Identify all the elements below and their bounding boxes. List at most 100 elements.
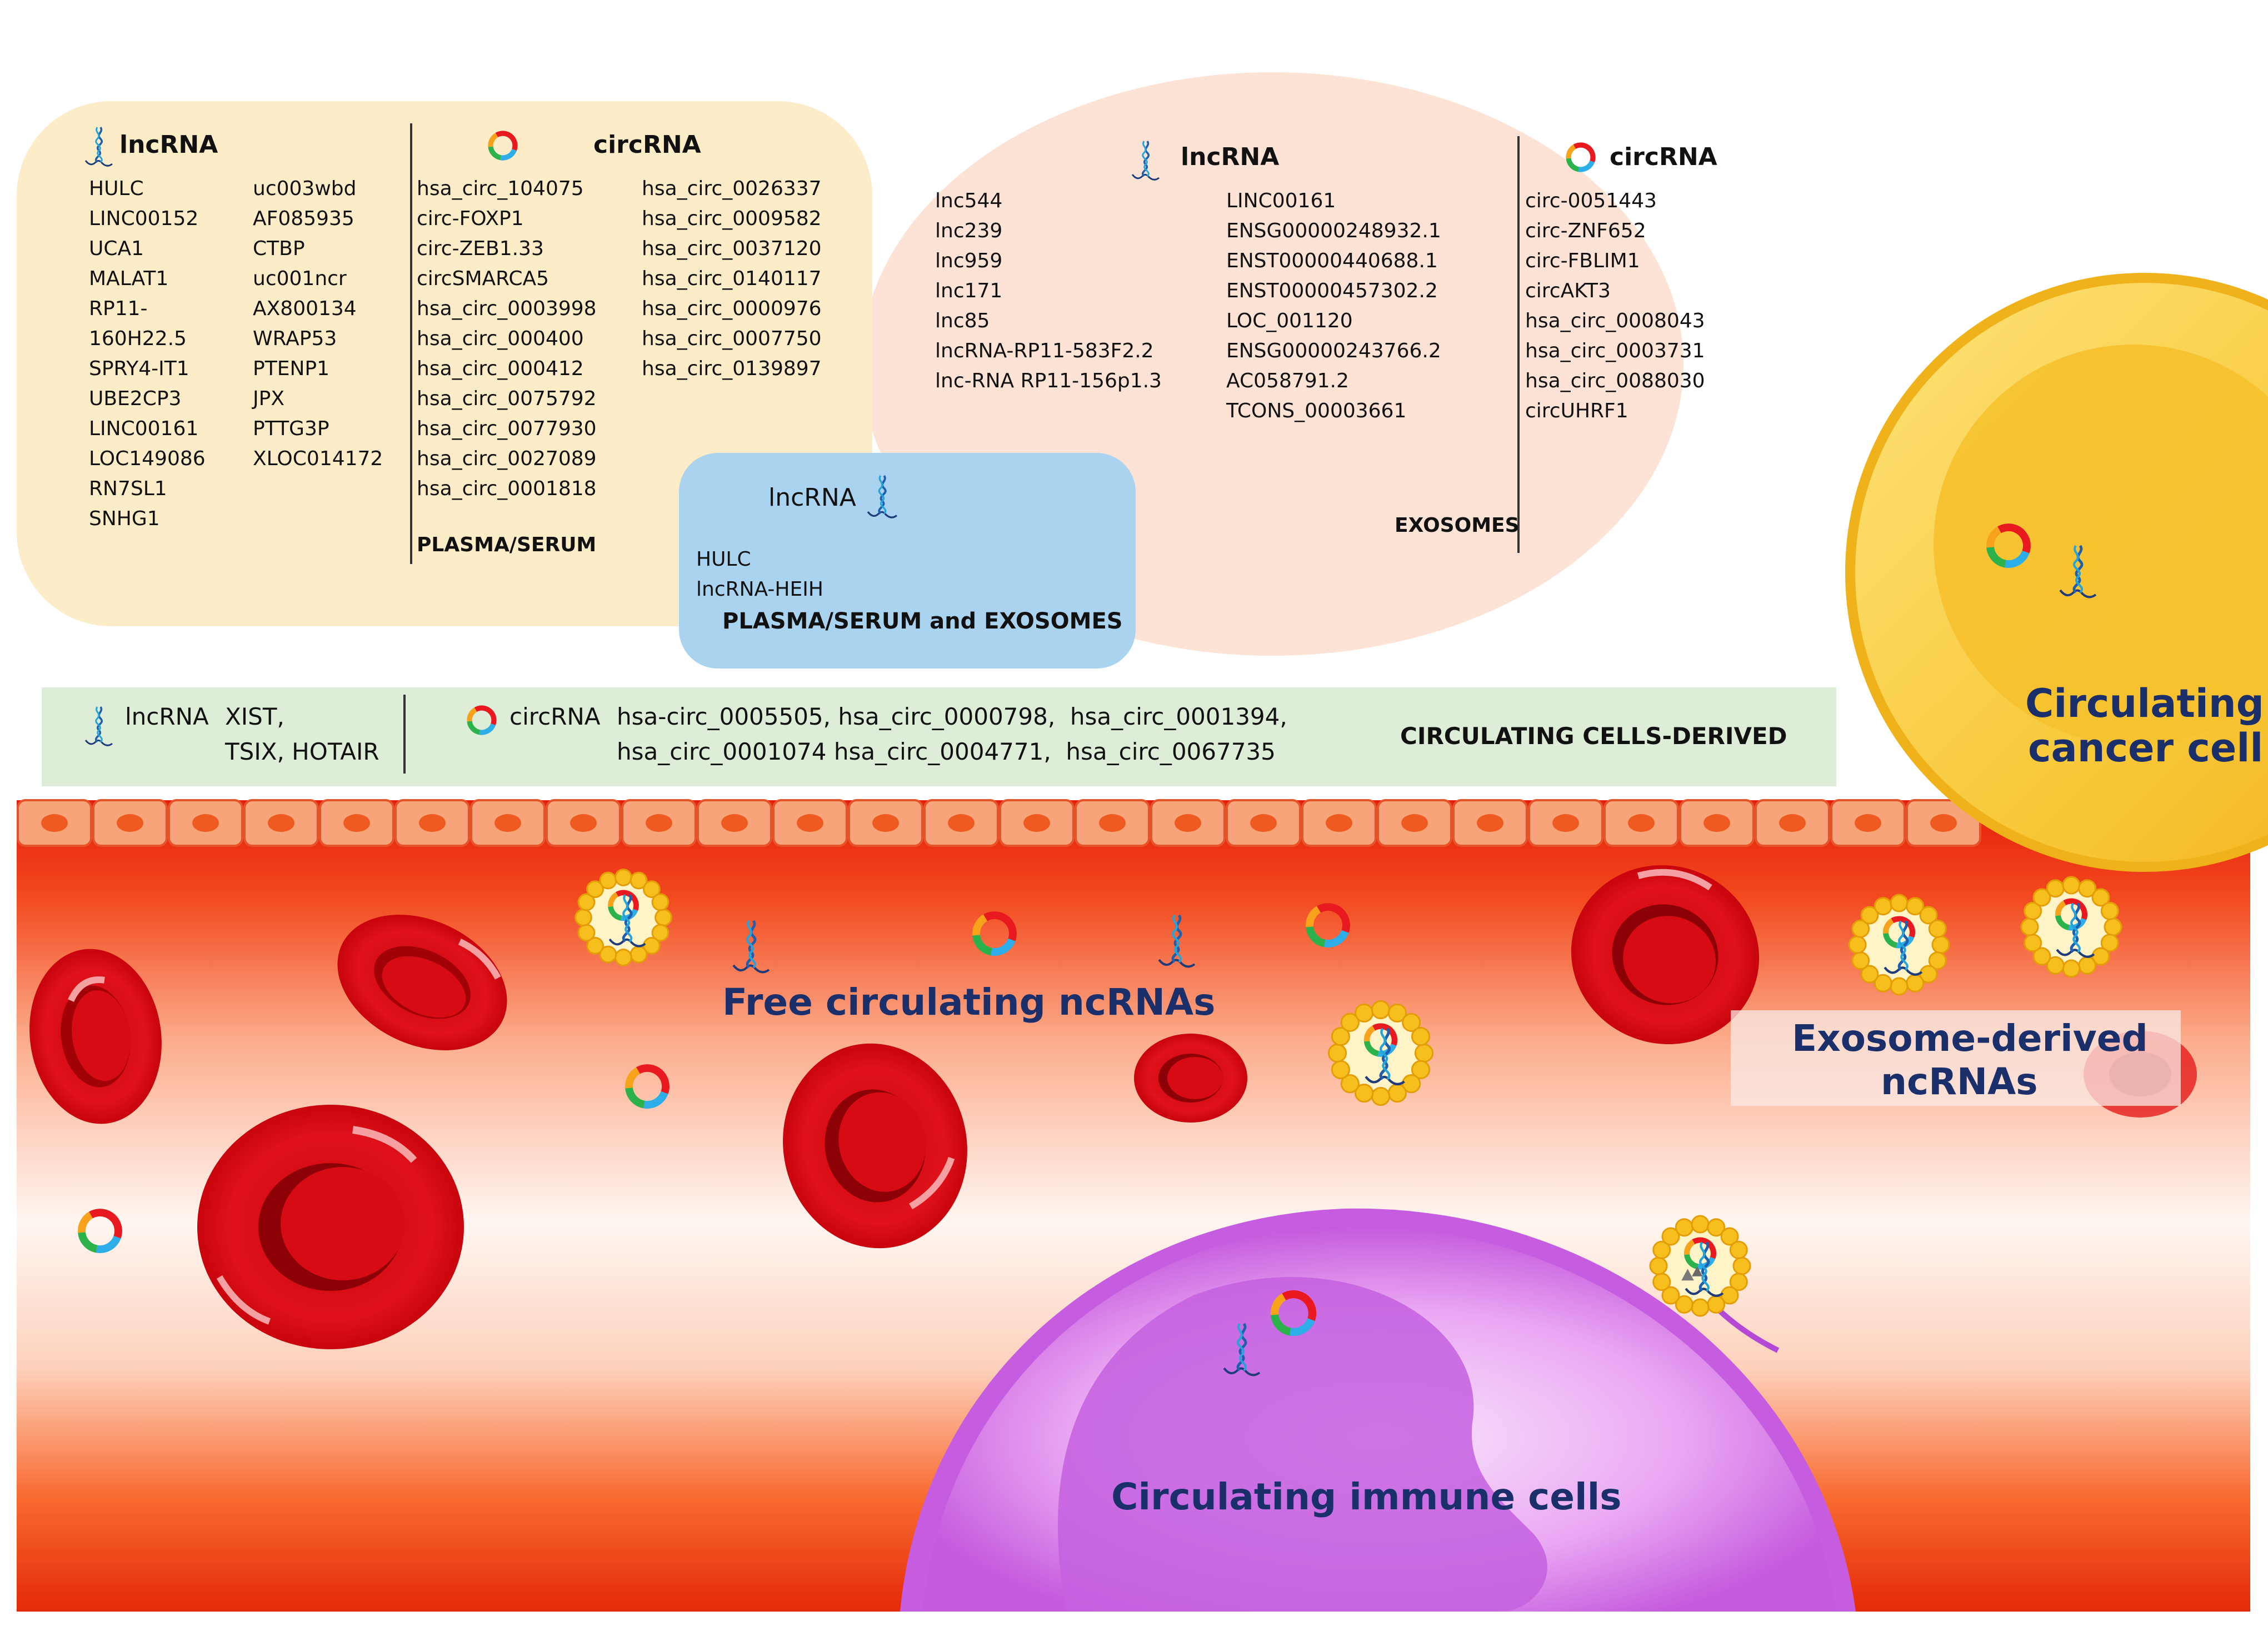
list-item: circ-ZNF652: [1525, 220, 1646, 242]
circrna-icon: [1566, 142, 1596, 172]
circrna-icon: [972, 911, 1017, 956]
list-item: circUHRF1: [1525, 400, 1628, 422]
endothelial-cell: [1679, 799, 1755, 847]
endothelial-cell: [697, 799, 772, 847]
red-blood-cell-icon: [197, 1105, 464, 1349]
circrna-icon: [467, 705, 497, 735]
list-item: hsa_circ_0026337: [642, 177, 822, 200]
endothelial-cell: [848, 799, 923, 847]
list-item: hsa_circ_000400: [417, 327, 584, 350]
list-item: hsa_circ_0007750: [642, 327, 822, 350]
circrna-icon: [625, 1064, 670, 1109]
list-item: circSMARCA5: [417, 267, 549, 290]
lncrna-icon: [867, 475, 898, 518]
endothelial-cell: [772, 799, 848, 847]
list-item: hsa_circ_0075792: [417, 387, 597, 410]
list-item: RN7SL1: [89, 477, 167, 500]
list-item: LINC00161: [89, 417, 199, 440]
red-blood-cell-icon: [29, 949, 162, 1124]
cells-circrna-line-2: hsa_circ_0001074 hsa_circ_0004771, hsa_c…: [617, 738, 1276, 765]
list-item: uc001ncr: [253, 267, 347, 290]
list-item: lncRNA-HEIH: [696, 578, 823, 601]
list-item: WRAP53: [253, 327, 337, 350]
circulating-immune-cell: [900, 1208, 1856, 1612]
exosome-circrna-header: circRNA: [1610, 143, 1717, 171]
list-item: lnc-RNA RP11-156p1.3: [935, 370, 1162, 392]
endothelial-cell: [1906, 799, 1981, 847]
list-item: circ-FBLIM1: [1525, 250, 1640, 272]
circrna-icon: [1270, 1290, 1317, 1336]
list-item: hsa_circ_0027089: [417, 447, 597, 470]
plasma-lncrna-header: lncRNA: [119, 131, 218, 159]
circulating-cancer-cell: [1845, 273, 2268, 872]
endothelial-cell: [470, 799, 546, 847]
list-item: hsa_circ_0003731: [1525, 340, 1705, 362]
list-item: SNHG1: [89, 507, 160, 530]
plasma-serum-label: PLASMA/SERUM: [417, 533, 597, 556]
list-item: lnc85: [935, 310, 990, 332]
list-item: hsa_circ_0088030: [1525, 370, 1705, 392]
list-item: ENST00000457302.2: [1226, 280, 1438, 302]
list-item: XLOC014172: [253, 447, 383, 470]
list-item: PTTG3P: [253, 417, 329, 440]
list-item: LINC00152: [89, 207, 199, 230]
plasma-exosomes-box: [679, 453, 1136, 669]
list-item: MALAT1: [89, 267, 169, 290]
endothelial-cell: [1075, 799, 1150, 847]
circulating-cells-derived-label: CIRCULATING CELLS-DERIVED: [1400, 722, 1787, 750]
list-item: lnc959: [935, 250, 1003, 272]
exosome-icon: [1649, 1215, 1751, 1317]
red-blood-cell-icon: [1134, 1034, 1247, 1123]
plasma-exosomes-label: PLASMA/SERUM and EXOSOMES: [722, 608, 1123, 634]
red-blood-cell-icon: [1571, 865, 1760, 1044]
endothelial-cell: [1226, 799, 1301, 847]
exosome-icon: [1327, 1000, 1434, 1106]
cells-circrna-header: circRNA: [509, 703, 601, 730]
list-item: hsa_circ_000412: [417, 357, 584, 380]
lncrna-icon: [2059, 545, 2097, 598]
endothelial-cell: [394, 799, 470, 847]
list-item: LOC149086: [89, 447, 206, 470]
free-circulating-label: Free circulating ncRNAs: [722, 981, 1216, 1024]
list-item: lncRNA-RP11-583F2.2: [935, 340, 1154, 362]
lncrna-icon: [608, 894, 646, 947]
plasma-serum-box: [17, 101, 872, 626]
plasma-circrna-header: circRNA: [593, 131, 701, 159]
list-item: SPRY4-IT1: [89, 357, 189, 380]
circrna-icon: [1883, 916, 1916, 949]
cells-lncrna-line-2: TSIX, HOTAIR: [225, 738, 379, 765]
lncrna-icon: [2056, 902, 2095, 958]
endothelial-cell: [168, 799, 243, 847]
list-item: circ-ZEB1.33: [417, 237, 544, 260]
endothelial-cell: [621, 799, 697, 847]
red-blood-cell-icon: [783, 1043, 967, 1249]
list-item: ENST00000440688.1: [1226, 250, 1438, 272]
lncrna-icon: [1685, 1241, 1724, 1297]
endothelial-cell: [546, 799, 621, 847]
list-item: LINC00161: [1226, 189, 1336, 212]
list-item: lnc171: [935, 280, 1003, 302]
list-item: RP11-: [89, 297, 148, 320]
list-item: CTBP: [253, 237, 305, 260]
list-item: hsa_circ_0140117: [642, 267, 822, 290]
list-item: AF085935: [253, 207, 354, 230]
list-item: hsa_circ_0001818: [417, 477, 597, 500]
endothelial-cell: [319, 799, 394, 847]
circrna-icon: [78, 1209, 122, 1253]
list-item: hsa_circ_104075: [417, 177, 584, 200]
immune-cells-label: Circulating immune cells: [1111, 1475, 1622, 1518]
list-item: ENSG00000243766.2: [1226, 340, 1441, 362]
endothelial-cell: [1830, 799, 1906, 847]
cancer-cell-label-2: cancer cell: [2028, 725, 2264, 771]
endothelial-cell: [92, 799, 168, 847]
endothelial-cell: [1603, 799, 1679, 847]
list-item: PTENP1: [253, 357, 329, 380]
lncrna-icon: [1223, 1323, 1261, 1376]
overlap-lncrna-header: lncRNA: [768, 483, 856, 512]
